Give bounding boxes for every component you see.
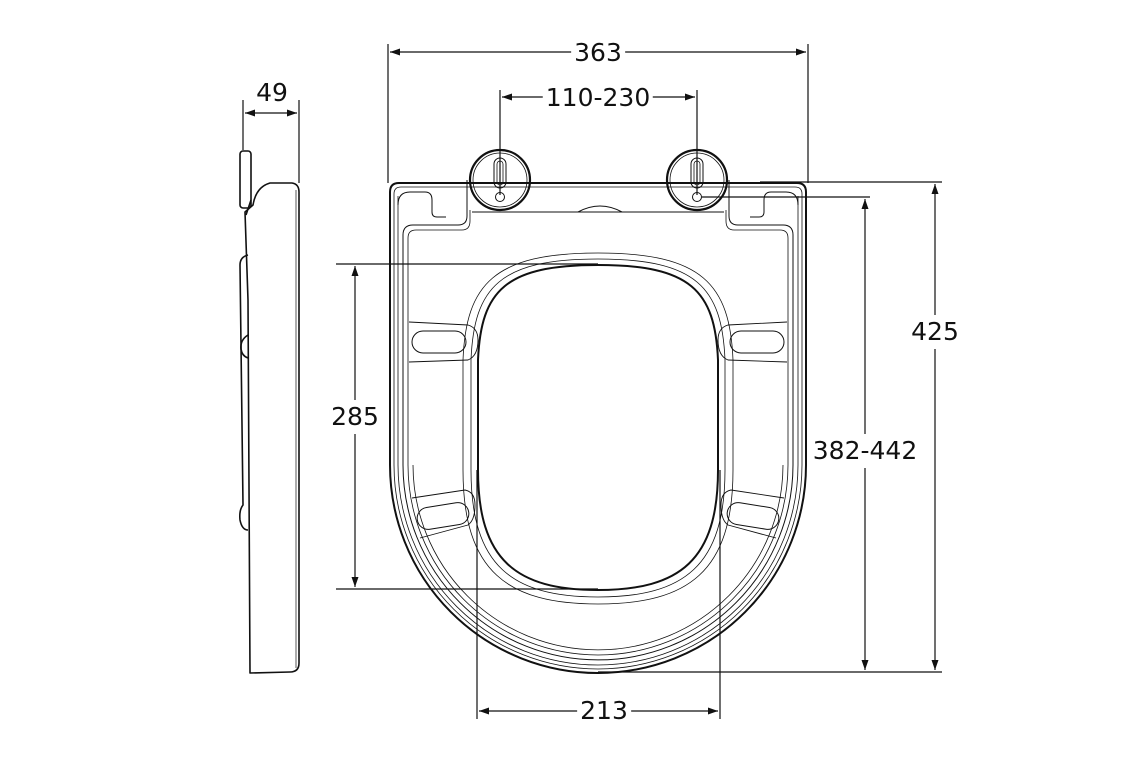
dim-hinge-spacing: 110-230: [542, 84, 654, 112]
dim-side-thickness: 49: [256, 78, 288, 107]
dim-opening-length: 285: [331, 400, 379, 434]
top-view: [389, 148, 807, 674]
dim-overall-length: 425: [911, 315, 959, 349]
dim-overall-width: 363: [571, 39, 625, 67]
dim-fixing-to-front: 382-442: [812, 434, 918, 468]
dim-opening-width: 213: [577, 697, 631, 725]
side-view: [239, 150, 300, 674]
dimension-lines: [242, 44, 942, 719]
